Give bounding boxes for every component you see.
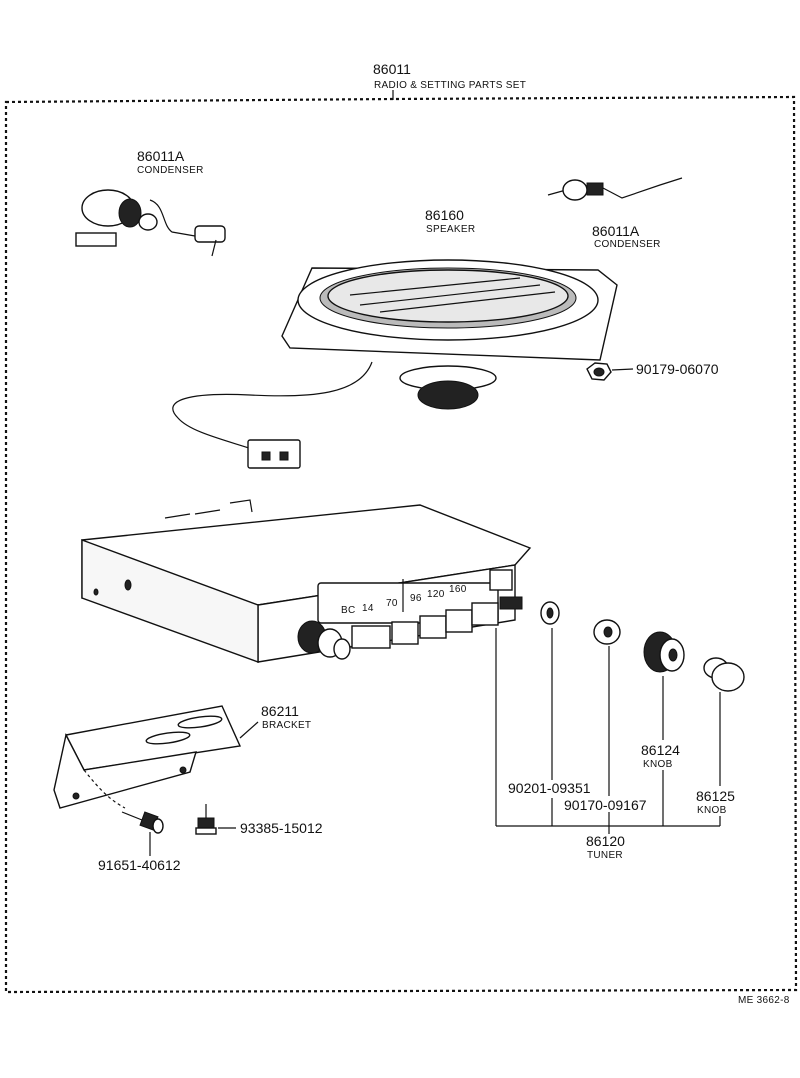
set-number: 86011: [373, 61, 411, 77]
knob-a-name: KNOB: [643, 759, 673, 770]
knob-b-number: 86125: [696, 788, 735, 804]
dial-mark-2: 70: [386, 598, 398, 609]
dial-mark-5: 160: [449, 584, 467, 595]
screw-a-part: [195, 804, 236, 835]
washer-number: 90201-09351: [508, 780, 591, 796]
nut-number: 90179-06070: [636, 361, 719, 377]
dial-mark-3: 96: [410, 593, 422, 604]
knob-b-name: KNOB: [697, 805, 727, 816]
speaker-name: SPEAKER: [426, 224, 475, 235]
screw-a-number: 93385-15012: [240, 820, 323, 836]
condenser-right-number: 86011A: [592, 223, 640, 239]
set-name: RADIO & SETTING PARTS SET: [374, 80, 526, 91]
bolt-part: [121, 811, 164, 856]
tuner-number: 86120: [586, 833, 625, 849]
footer-code: ME 3662-8: [738, 995, 790, 1006]
bracket-name: BRACKET: [262, 720, 311, 731]
condenser-right-name: CONDENSER: [594, 239, 661, 250]
washer-part: [540, 601, 560, 625]
speaker-number: 86160: [425, 207, 464, 223]
tuner-name: TUNER: [587, 850, 623, 861]
nut-b-number: 90170-09167: [564, 797, 647, 813]
tuner-leader-lines: [495, 628, 721, 834]
condenser-left-number: 86011A: [137, 148, 185, 164]
knob-b-part: [703, 657, 745, 692]
knob-a-part: [643, 631, 685, 673]
bracket-part: [53, 705, 259, 809]
tuner-part: [81, 499, 532, 663]
dial-mark-1: 14: [362, 603, 374, 614]
nut-b-part: [593, 619, 621, 645]
speaker-part: [172, 259, 618, 469]
knob-a-number: 86124: [641, 742, 680, 758]
set-frame: [4, 90, 798, 994]
dial-band: BC: [341, 605, 356, 616]
condenser-right-part: [547, 177, 683, 201]
bolt-number: 91651-40612: [98, 857, 181, 873]
bracket-number: 86211: [261, 703, 299, 719]
nut-part: [586, 362, 634, 381]
condenser-left-name: CONDENSER: [137, 165, 204, 176]
dial-mark-4: 120: [427, 589, 445, 600]
condenser-left-part: [75, 189, 226, 257]
